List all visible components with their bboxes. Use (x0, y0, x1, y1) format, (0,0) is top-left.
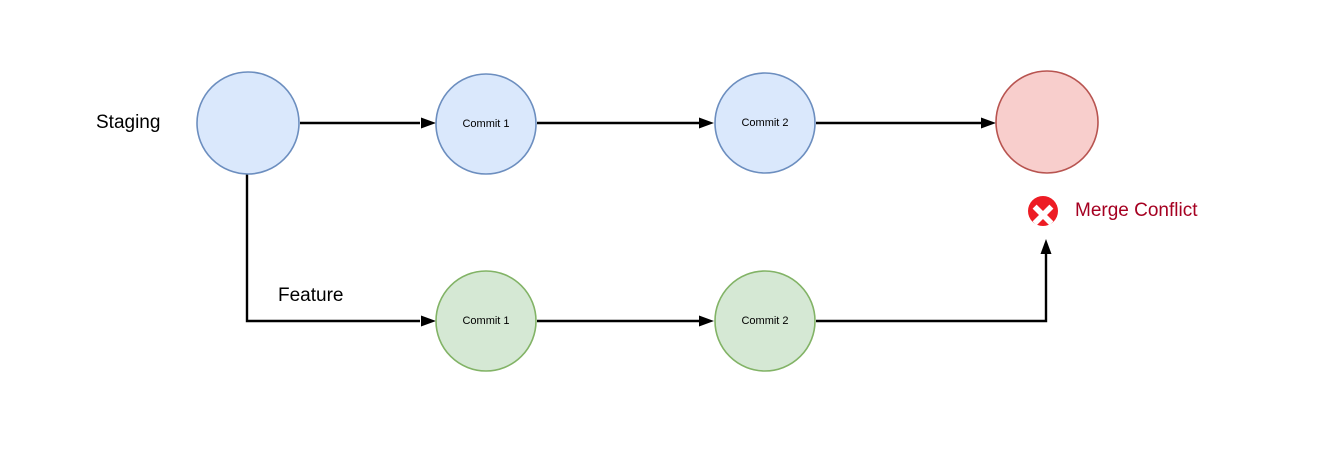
arrow-head-right (421, 315, 436, 327)
error-x-circle-icon (1028, 196, 1058, 226)
error-icon-x-glyph (1032, 204, 1054, 226)
node-circle[interactable] (714, 270, 816, 372)
node-circle[interactable] (435, 270, 537, 372)
node-circle[interactable] (995, 70, 1099, 174)
node-feature-commit-1[interactable]: Commit 1 (435, 270, 537, 372)
merge-conflict-label: Merge Conflict (1075, 200, 1198, 221)
node-label: Commit 2 (741, 117, 788, 129)
node-label: Commit 1 (462, 118, 509, 130)
edge-feature-commit-2-to-conflict (816, 239, 1052, 323)
branch-label-staging: Staging (96, 112, 160, 133)
node-label: Commit 2 (741, 315, 788, 327)
node-circle[interactable] (196, 71, 300, 175)
edge-staging-commit-1-to-2 (537, 117, 714, 129)
edge-line (245, 173, 420, 323)
node-staging-commit-2[interactable]: Commit 2 (714, 72, 816, 174)
node-circle[interactable] (714, 72, 816, 174)
edge-base-to-feature-commit-1 (245, 173, 436, 327)
merge-conflict-annotation: Merge Conflict (1028, 196, 1198, 226)
edge-staging-commit-2-to-merge (816, 117, 996, 129)
edge-feature-commit-1-to-2 (537, 315, 714, 327)
arrow-head-right (699, 315, 714, 327)
edge-base-to-staging-commit-1 (300, 117, 436, 129)
edge-line (816, 254, 1048, 323)
node-staging-commit-1[interactable]: Commit 1 (435, 73, 537, 175)
node-feature-commit-2[interactable]: Commit 2 (714, 270, 816, 372)
arrow-head-right (699, 117, 714, 129)
node-merge-target[interactable] (995, 70, 1099, 174)
arrow-head-up (1040, 239, 1052, 254)
node-label: Commit 1 (462, 315, 509, 327)
branch-labels-layer: Staging Feature (96, 112, 343, 306)
node-circle[interactable] (435, 73, 537, 175)
branch-label-feature: Feature (278, 285, 343, 306)
nodes-layer: Commit 1 Commit 2 Commit 1 Commit 2 (196, 70, 1099, 372)
node-base-commit[interactable] (196, 71, 300, 175)
arrow-head-right (421, 117, 436, 129)
arrow-head-right (981, 117, 996, 129)
edges-layer (245, 117, 1052, 327)
